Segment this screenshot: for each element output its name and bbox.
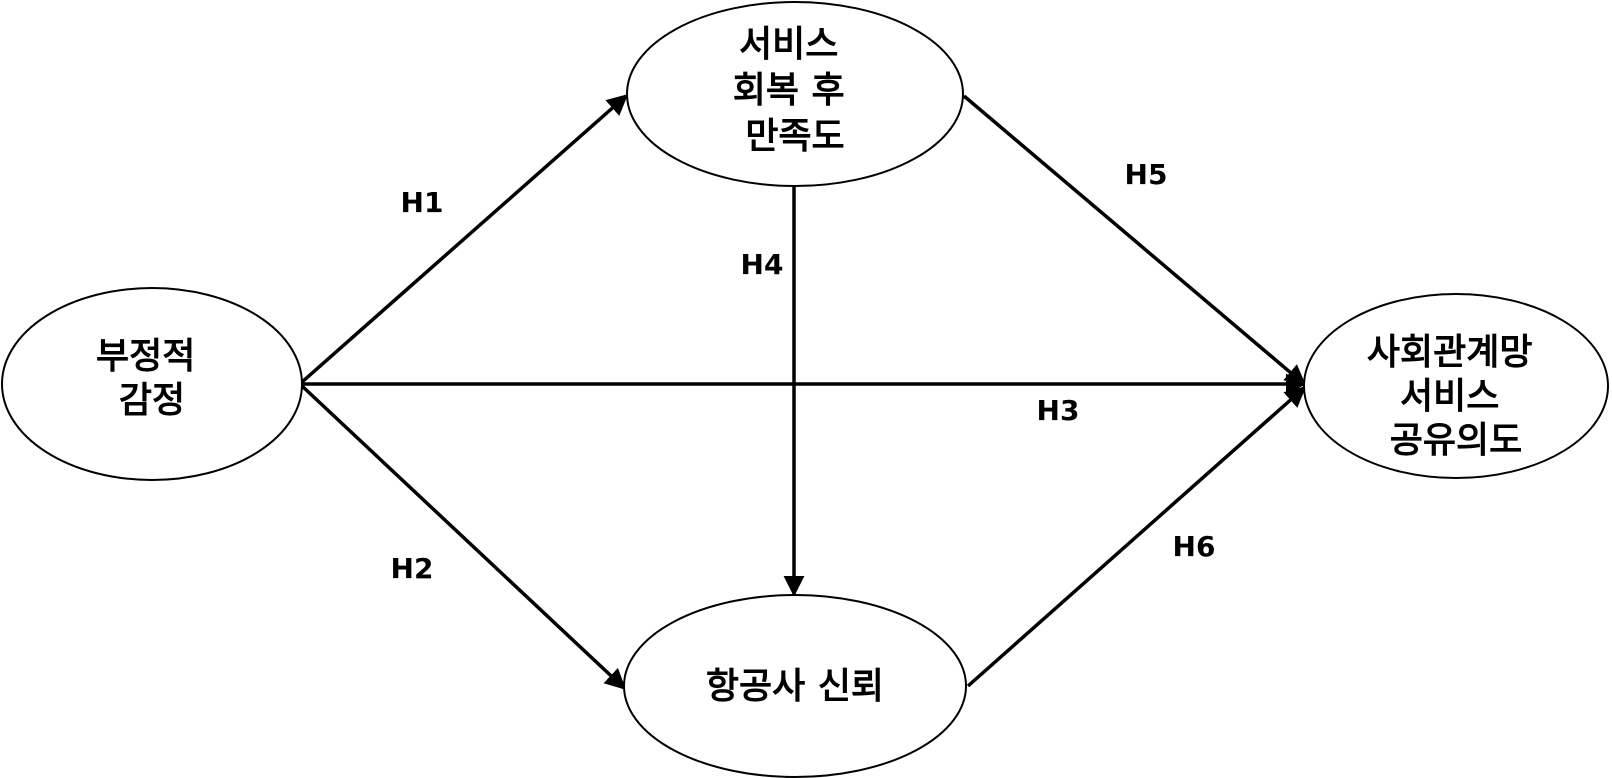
node-negative-emotion-label: 부정적 감정 [96,336,208,421]
node-post-recovery-satisfaction-ellipse [626,1,964,187]
edge-label-h1: H1 [401,186,444,219]
edges [300,94,1307,690]
node-line: 부정적 [96,336,195,377]
edge-label-h6: H6 [1173,530,1216,563]
edge-h1 [300,94,629,384]
node-line: 회복 후 [733,70,845,111]
node-airline-trust-ellipse [623,594,967,778]
node-sns-sharing-intention: 사회관계망 서비스 공유의도 [1303,293,1609,479]
edge-h5 [962,94,1307,386]
node-sns-sharing-intention-label: 사회관계망 서비스 공유의도 [1367,332,1545,461]
node-airline-trust-label: 항공사 신뢰 [706,666,884,707]
node-negative-emotion-ellipse [1,287,303,481]
edge-h6 [966,386,1307,688]
edge-label-h5: H5 [1125,158,1168,191]
node-line: 만족도 [745,116,844,157]
node-line: 공유의도 [1390,420,1522,461]
node-post-recovery-satisfaction: 서비스 회복 후 만족도 [626,1,964,187]
node-airline-trust: 항공사 신뢰 [623,594,967,778]
node-line: 서비스 [739,24,838,65]
node-negative-emotion: 부정적 감정 [1,287,303,481]
node-line: 서비스 [1400,376,1499,417]
edge-label-h4: H4 [741,248,784,281]
edge-label-h2: H2 [391,552,434,585]
edge-label-h3: H3 [1037,394,1080,427]
node-line: 감정 [119,380,185,421]
node-line: 사회관계망 [1367,332,1533,373]
edge-h2 [300,384,627,690]
node-post-recovery-satisfaction-label: 서비스 회복 후 만족도 [733,24,857,157]
node-sns-sharing-intention-ellipse [1303,293,1609,479]
edge-labels: H1 H2 H3 H4 H5 H6 [391,158,1216,585]
